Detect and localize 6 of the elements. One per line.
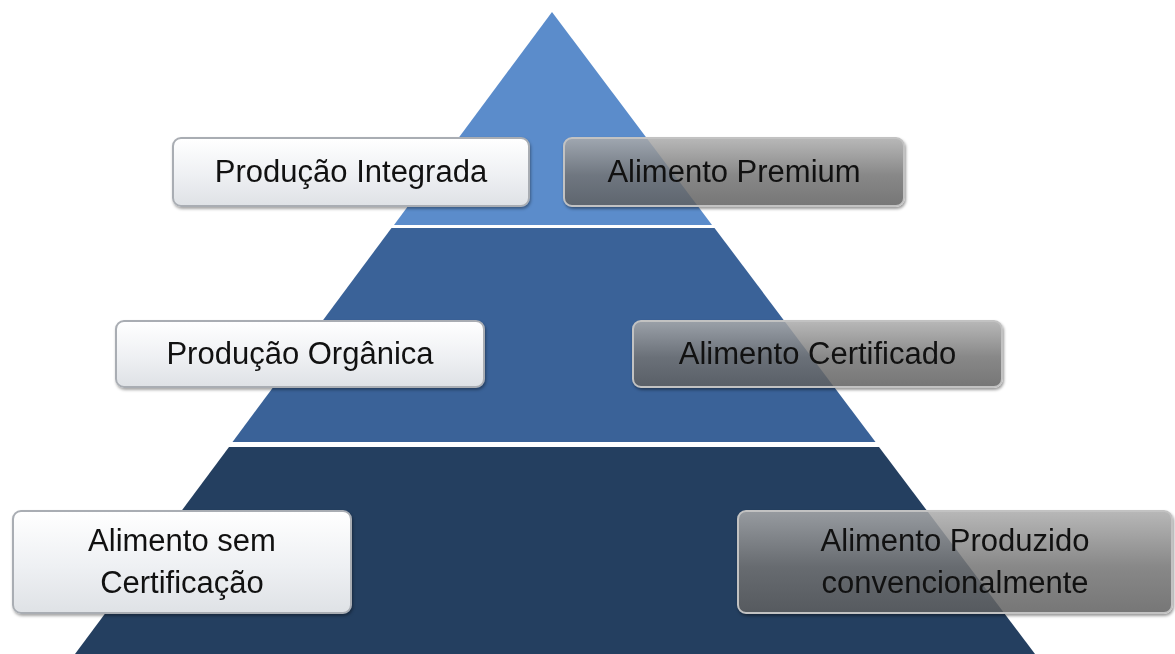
label-box: Alimento sem Certificação — [12, 510, 352, 614]
label-box: Alimento Produzido convencionalmente — [737, 510, 1173, 614]
label-box: Produção Orgânica — [115, 320, 485, 388]
label-box: Alimento Premium — [563, 137, 905, 207]
label-box: Produção Integrada — [172, 137, 530, 207]
label-box: Alimento Certificado — [632, 320, 1003, 388]
